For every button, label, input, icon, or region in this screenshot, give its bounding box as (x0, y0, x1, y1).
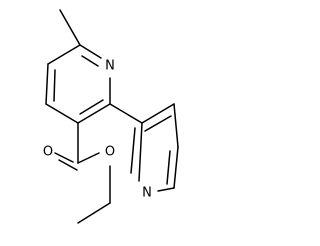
ring2-double-bond-n1-c2 (130, 127, 136, 174)
ring1-bond-n1-c6 (79, 44, 102, 59)
nitrogen-label-methylpyridine: N (105, 59, 115, 74)
ring1-double-bond-n1-c6 (81, 55, 99, 67)
ring2-bond-n1-c2 (138, 122, 143, 182)
methyl-bond (59, 9, 81, 46)
ring2-double-bond-c2-c3 (144, 115, 172, 132)
ring2-bond-c2-c3 (141, 103, 175, 124)
ester-bond-carbonyl-oxygen (77, 152, 100, 164)
oxygen-label-carbonyl: O (43, 145, 53, 160)
atom-labels: N N O O (43, 59, 152, 201)
oxygen-label-ester: O (105, 145, 115, 160)
ring1-bond-c5-c4 (45, 63, 49, 105)
nitrogen-label-pyridyl: N (142, 186, 152, 201)
ring1-bond-c3-c2 (77, 103, 111, 124)
ring1-double-bond-c5-c4 (53, 69, 56, 102)
ethyl-bond-ch2-ch3 (77, 202, 111, 224)
ring1-bond-c4-c3 (45, 103, 79, 124)
chemical-structure: N N O O (43, 9, 179, 224)
ring1-bond-c6-c5 (47, 44, 81, 65)
bond-lines (45, 9, 179, 224)
carbonyl-double-bond-b (58, 159, 78, 171)
carbonyl-double-bond-a (54, 152, 74, 163)
ring2-bond-c4-c5 (173, 146, 179, 189)
ring2-double-bond-c4-c5 (166, 150, 171, 185)
ring2-bond-c5-c6 (157, 187, 175, 192)
biaryl-bond (109, 103, 143, 124)
ring2-bond-c3-c4 (173, 103, 179, 148)
ring1-double-bond-c3-c2 (79, 99, 104, 115)
